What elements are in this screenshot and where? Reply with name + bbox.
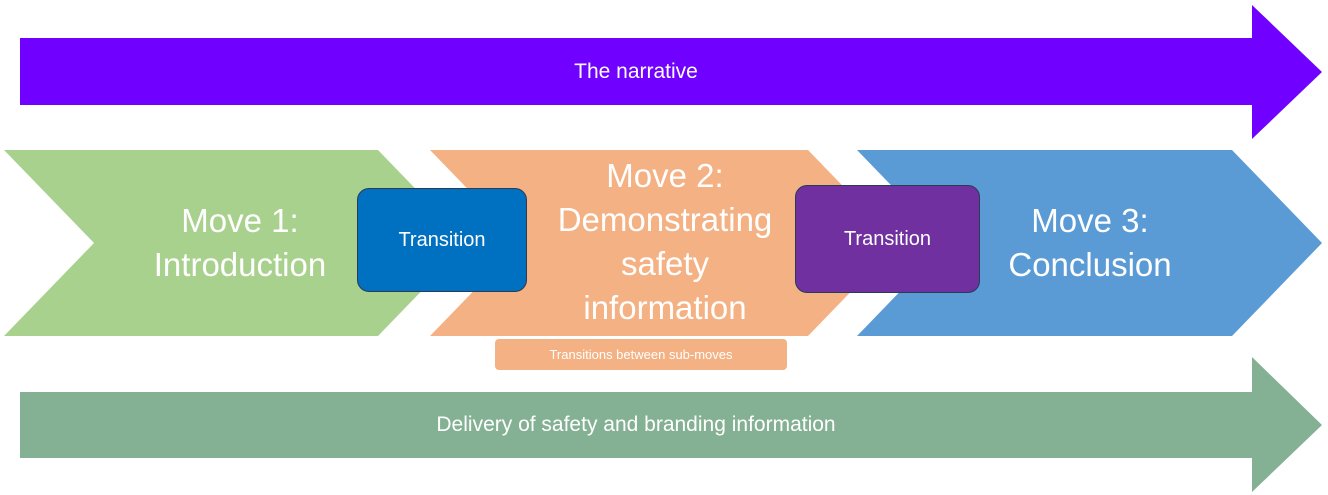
move-2-label: Move 2: Demonstrating safety information [557,157,773,326]
delivery-arrow [20,357,1322,492]
transition-box-2: Transition [795,185,980,293]
narrative-label: The narrative [574,59,698,83]
move-3-label: Move 3: Conclusion [1008,202,1172,283]
sub-moves-note: Transitions between sub-moves [495,339,787,370]
narrative-arrow [20,5,1322,139]
move-1-label: Move 1: Introduction [153,202,327,283]
transition-box-1: Transition [357,188,527,292]
move-1-chevron [4,150,468,336]
move-2-chevron [430,150,898,336]
delivery-label: Delivery of safety and branding informat… [436,413,836,436]
